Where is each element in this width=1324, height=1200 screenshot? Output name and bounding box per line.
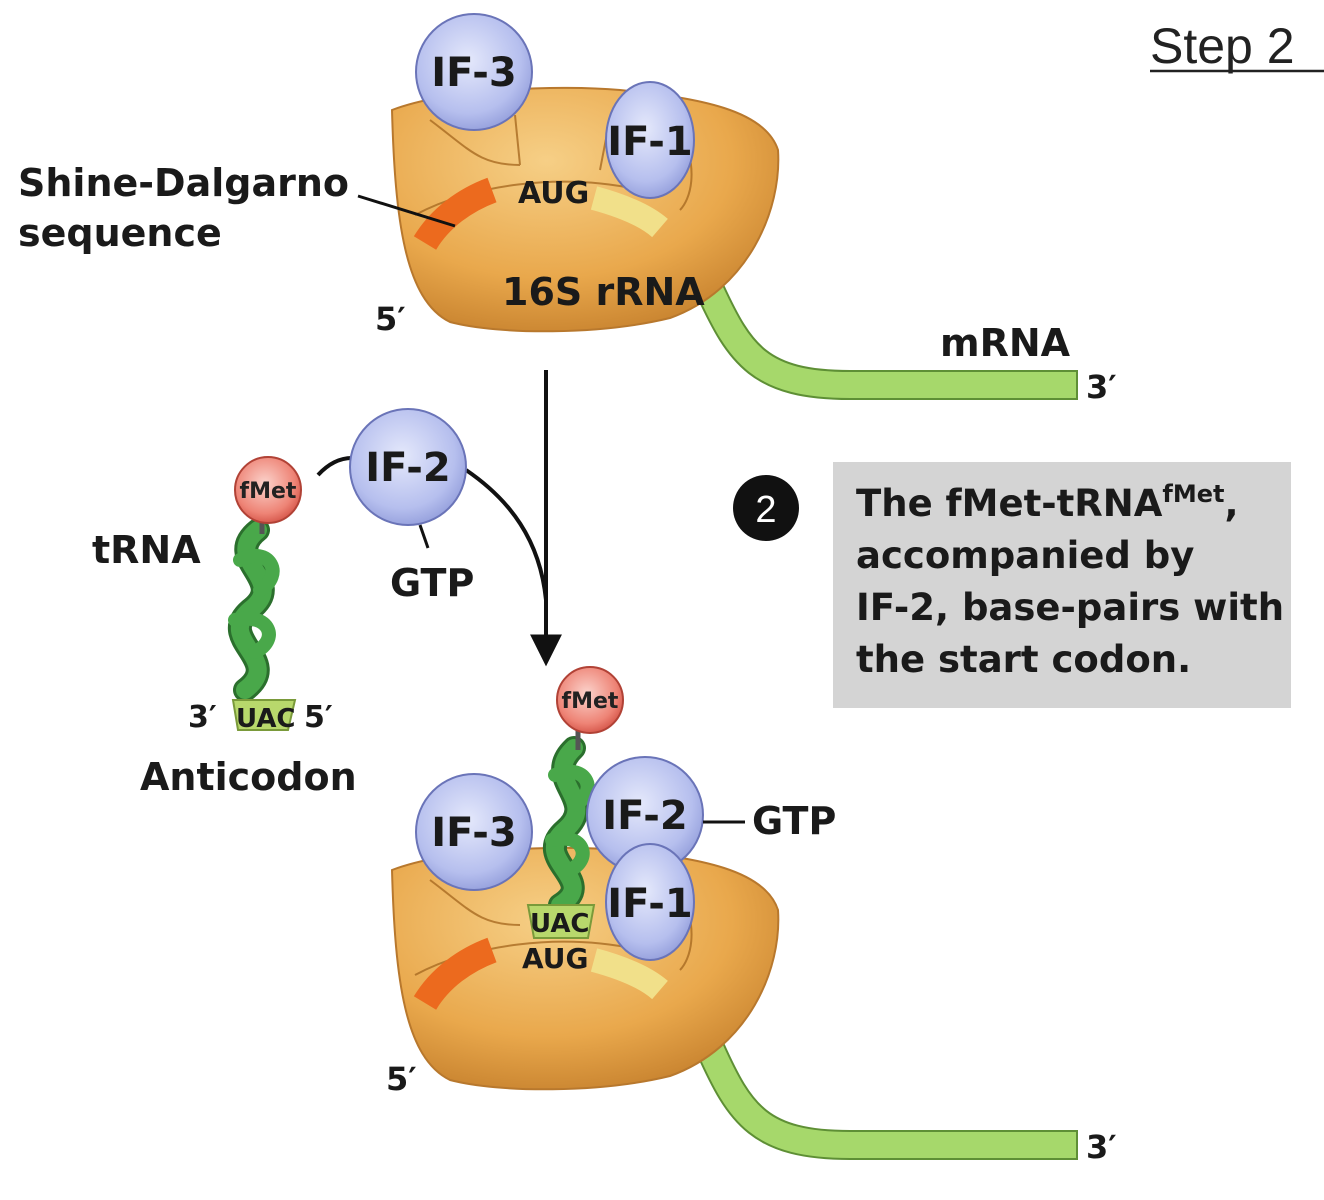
step-number-text: 2 — [755, 489, 776, 531]
bound-trna-loops — [545, 764, 595, 877]
description-line1: The fMet-tRNAfMet, — [856, 480, 1239, 525]
anticodon-three-prime: 3′ — [188, 700, 217, 735]
mrna-strand-top — [698, 284, 1076, 398]
if1-factor-bottom — [605, 843, 695, 961]
if1-factor-top — [605, 81, 695, 199]
mrna-strand-bottom — [698, 1042, 1076, 1158]
if2-gtp-link — [418, 524, 430, 549]
anticodon-arm — [231, 699, 297, 731]
ribosome-mrna-channel-top — [414, 180, 641, 216]
aug-site-top — [590, 186, 668, 238]
if2-joining-curve — [464, 468, 548, 601]
description-box — [833, 462, 1291, 708]
aug-label-top: AUG — [518, 176, 589, 211]
ribosome-groove-lines-top — [429, 114, 693, 211]
anticodon-label: Anticodon — [140, 755, 357, 799]
shine-dalgarno-leader-line — [357, 194, 456, 228]
if3-factor-bottom — [415, 773, 533, 891]
description-line1-superscript: fMet — [1162, 480, 1224, 508]
description-line2: accompanied by — [856, 534, 1194, 577]
if3-label-bottom: IF-3 — [431, 810, 516, 856]
anticodon-five-prime: 5′ — [304, 700, 333, 735]
if2-label-free: IF-2 — [365, 445, 450, 491]
step-number-badge — [733, 475, 799, 541]
trna-label: tRNA — [92, 528, 201, 572]
top-ribosome-complex: IF-3 IF-1 AUG 16S rRNA 5′ mRNA 3′ Shine-… — [18, 13, 1117, 406]
anticodon-sequence: UAC — [236, 704, 296, 734]
shine-dalgarno-segment-top — [413, 177, 497, 251]
ribosome-mrna-channel-bottom — [414, 940, 641, 976]
mrna-label: mRNA — [940, 321, 1071, 365]
description-line4: the start codon. — [856, 638, 1191, 681]
uac-label-bottom: UAC — [530, 909, 590, 939]
bound-anticodon-arm — [526, 904, 596, 939]
description-line3: IF-2, base-pairs with — [856, 586, 1284, 629]
fmet-label: fMet — [240, 479, 297, 504]
bottom-ribosome-complex: IF-3 IF-2 GTP IF-1 fMet UAC AUG 5′ 3′ — [386, 666, 1117, 1166]
three-prime-label-top: 3′ — [1086, 368, 1117, 406]
trna-loops — [228, 548, 280, 659]
gtp-label-bound: GTP — [752, 799, 836, 843]
five-prime-label-bottom: 5′ — [386, 1060, 417, 1098]
aug-site-bottom — [590, 948, 668, 1000]
if2-label-bound: IF-2 — [602, 793, 687, 839]
if1-label-bottom: IF-1 — [607, 881, 692, 927]
shine-dalgarno-label-line1: Shine-Dalgarno — [18, 161, 349, 205]
shine-dalgarno-label-line2: sequence — [18, 211, 222, 255]
gtp-label-free: GTP — [390, 561, 474, 605]
five-prime-label-top: 5′ — [375, 300, 406, 338]
rrna-label: 16S rRNA — [502, 270, 705, 314]
fmet-residue — [234, 456, 302, 524]
description-line1-main: The fMet-tRNA — [856, 482, 1163, 525]
shine-dalgarno-segment-bottom — [413, 937, 497, 1011]
if1-label-top: IF-1 — [607, 119, 692, 165]
bound-fmet-residue — [556, 666, 624, 734]
three-prime-label-bottom: 3′ — [1086, 1128, 1117, 1166]
trna-group: fMet tRNA 3′ UAC 5′ Anticodon IF-2 GTP — [92, 408, 474, 799]
bound-fmet-label: fMet — [562, 689, 619, 714]
if3-label-top: IF-3 — [431, 50, 516, 96]
description-line1-end: , — [1224, 482, 1238, 525]
if2-factor-free — [349, 408, 467, 526]
fmet-if2-connector — [316, 456, 353, 477]
step-title: Step 2 — [1150, 18, 1295, 74]
if3-factor-top — [415, 13, 533, 131]
aug-label-bottom: AUG — [522, 942, 589, 975]
